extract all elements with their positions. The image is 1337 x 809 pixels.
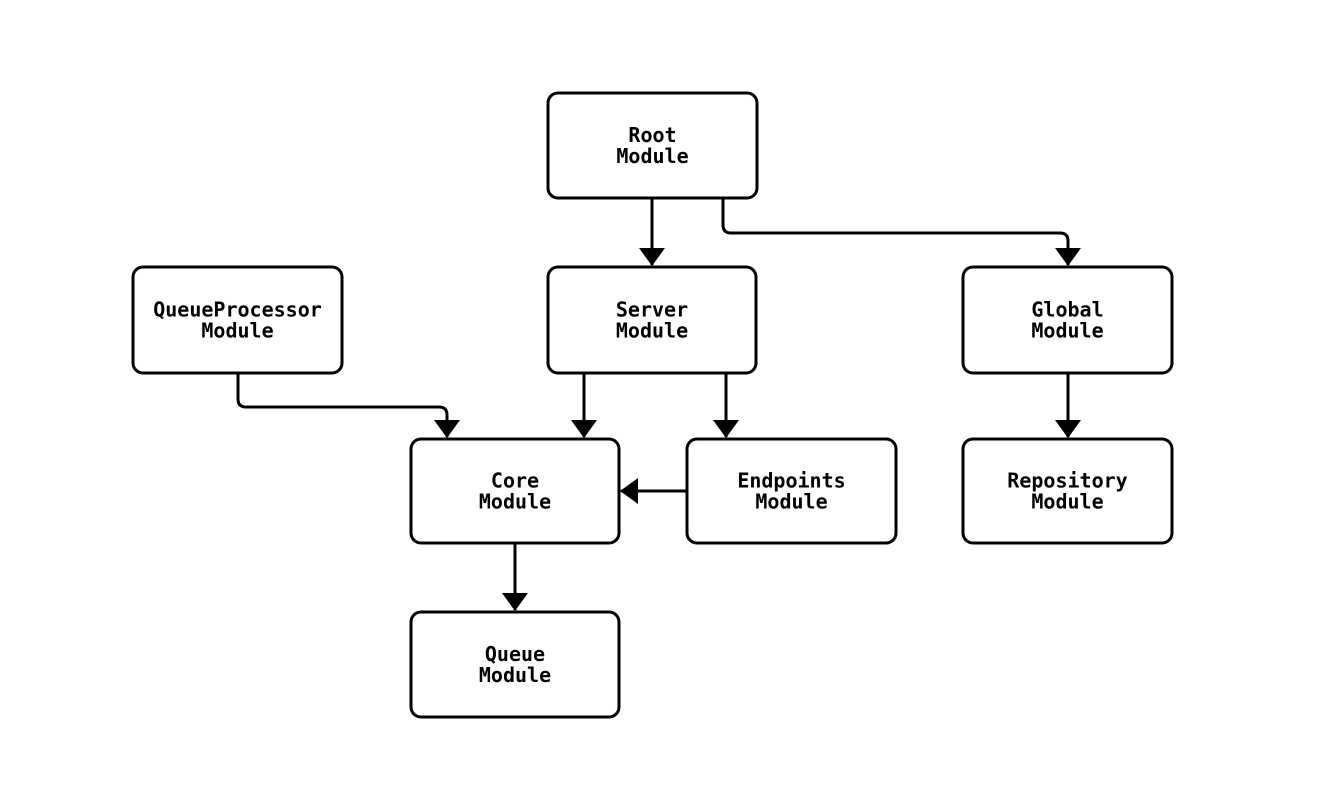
edges-layer bbox=[236, 198, 1081, 611]
node-core-box bbox=[409, 437, 621, 545]
node-queueprocessor-box bbox=[131, 265, 344, 375]
node-endpoints-box bbox=[685, 437, 898, 545]
edge-queueprocessor-to-core bbox=[236, 373, 460, 438]
node-server-box bbox=[546, 265, 758, 375]
node-queue-box bbox=[409, 610, 621, 719]
node-global-box bbox=[961, 265, 1174, 375]
node-repository-box bbox=[961, 437, 1174, 545]
node-root-box bbox=[546, 91, 759, 200]
edge-root-to-global bbox=[721, 198, 1081, 266]
